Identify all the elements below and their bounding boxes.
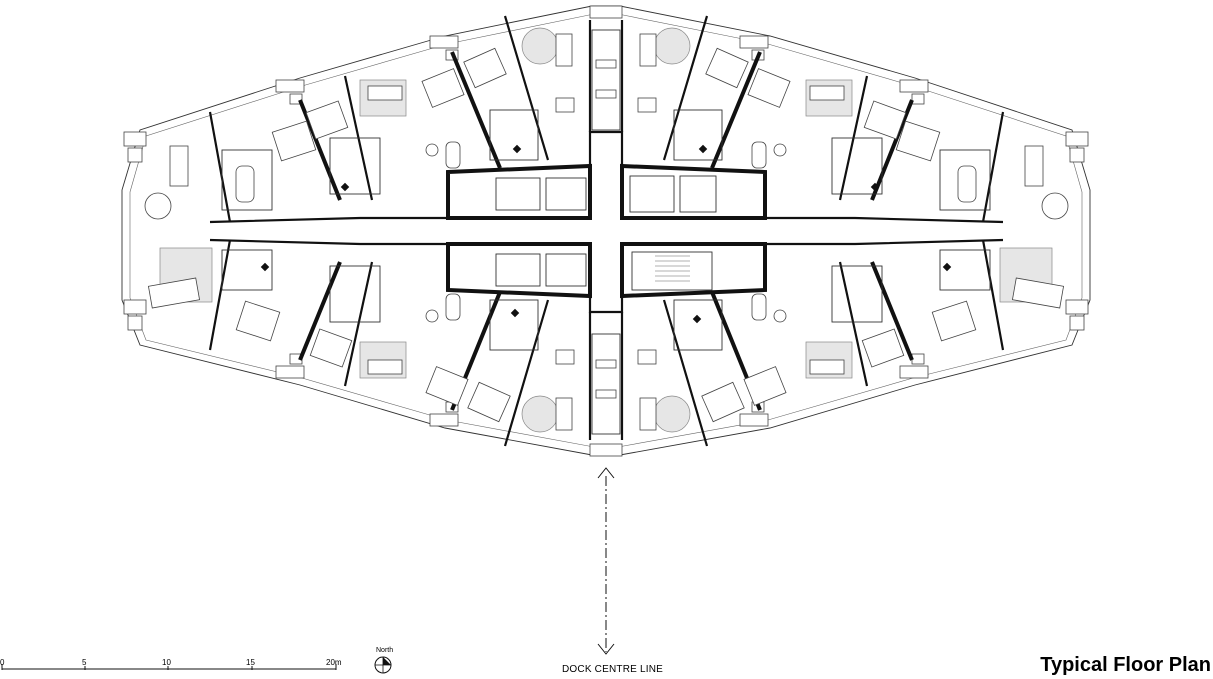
north-label: North <box>376 647 394 654</box>
party-walls <box>208 15 1005 447</box>
facade-columns <box>123 5 1089 457</box>
core-right-lower-stair <box>620 242 767 299</box>
scale-bar <box>1 664 337 670</box>
service-blocks <box>221 29 991 435</box>
drawing-title: Typical Floor Plan <box>1040 654 1211 676</box>
scale-label-20m: 20m <box>326 658 342 667</box>
core-right-upper <box>620 163 767 220</box>
scale-label-5: 5 <box>82 658 87 667</box>
scale-label-0: 0 <box>0 658 5 667</box>
building-outline <box>121 5 1091 456</box>
scale-label-10: 10 <box>162 658 171 667</box>
dock-centre-line <box>597 467 615 655</box>
bathtubs <box>235 141 977 321</box>
core-left-upper <box>446 163 592 220</box>
sofas <box>147 33 1065 431</box>
central-corridor <box>209 20 1004 440</box>
north-arrow-icon <box>374 656 392 674</box>
scale-label-15: 15 <box>246 658 255 667</box>
core-left-lower <box>446 242 592 299</box>
dining-tables <box>144 97 1069 365</box>
dock-centre-line-label: DOCK CENTRE LINE <box>562 664 663 675</box>
beds <box>235 47 977 423</box>
